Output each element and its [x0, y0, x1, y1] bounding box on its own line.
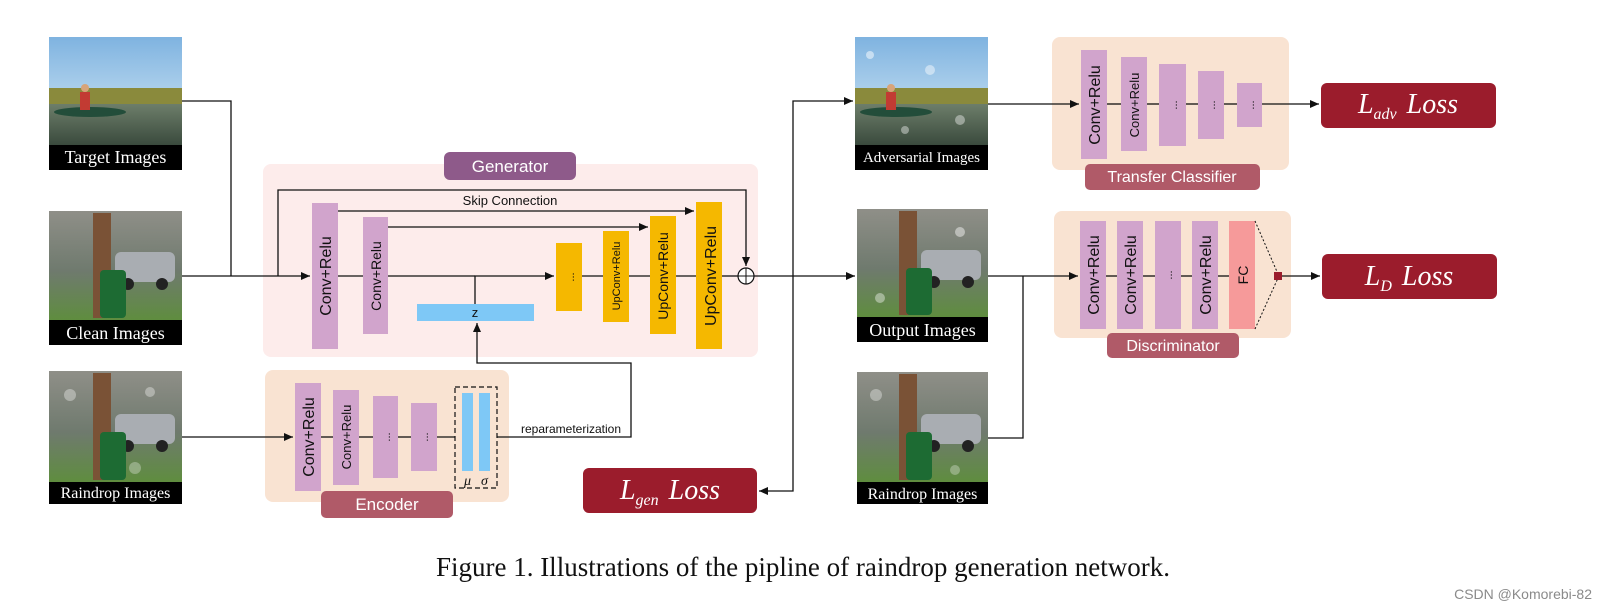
cls-block-3-label: ...	[1168, 100, 1180, 109]
adversarial-image: Adversarial Images	[855, 37, 988, 170]
dis-conv-2-label: Conv+Relu	[1123, 235, 1140, 315]
raindrop-images-left-label: Raindrop Images	[61, 485, 171, 502]
output-images-label: Output Images	[869, 320, 975, 340]
gen-upconv-2	[650, 216, 676, 334]
sigma-bar	[479, 393, 490, 471]
dis-output-node	[1274, 272, 1282, 280]
enc-conv-2-label: Conv+Relu	[339, 405, 354, 470]
raindrop-images-right-label: Raindrop Images	[868, 486, 978, 503]
cls-block-5	[1237, 83, 1262, 127]
target-images-label: Target Images	[65, 147, 167, 167]
gen-conv-2-label: Conv+Relu	[368, 241, 384, 311]
transfer-classifier-title: Transfer Classifier	[1107, 169, 1237, 186]
raindrop-image-left: Raindrop Images	[49, 371, 182, 504]
connectors	[182, 97, 1320, 495]
cls-conv-2	[1121, 57, 1147, 151]
dis-fc-label: FC	[1235, 266, 1251, 285]
figure-caption: Figure 1. Illustrations of the pipline o…	[435, 552, 1171, 582]
target-image: Target Images	[49, 37, 182, 170]
cls-block-4-label: ...	[1206, 100, 1218, 109]
discriminator-block: Conv+Relu Conv+Relu ... Conv+Relu FC Dis…	[1054, 211, 1291, 358]
encoder-block: Conv+Relu Conv+Relu ... ... μ σ Encoder	[265, 370, 509, 518]
dis-conv-1	[1080, 221, 1106, 329]
watermark: CSDN @Komorebi-82	[1454, 586, 1592, 602]
enc-block-4-label: ...	[419, 432, 431, 441]
adversarial-images-label: Adversarial Images	[863, 150, 980, 166]
gen-conv-1	[312, 203, 338, 349]
enc-conv-2	[333, 390, 359, 485]
reparameterization-label: reparameterization	[521, 422, 621, 436]
cls-block-5-label: ...	[1245, 100, 1257, 109]
enc-block-3	[373, 396, 398, 478]
raindrop-image-right: Raindrop Images	[857, 372, 988, 504]
gen-upconv-2-label: UpConv+Relu	[655, 232, 671, 320]
gen-upconv-small-label: ...	[565, 272, 577, 281]
dis-conv-2	[1117, 221, 1143, 329]
output-image: Output Images	[857, 209, 988, 342]
discriminator-title: Discriminator	[1126, 338, 1220, 355]
generator-title: Generator	[472, 157, 549, 176]
cls-block-4	[1198, 71, 1224, 139]
dis-conv-1-label: Conv+Relu	[1086, 235, 1103, 315]
dis-fc	[1229, 221, 1255, 329]
enc-block-3-label: ...	[381, 432, 393, 441]
dis-conv-4-label: Conv+Relu	[1198, 235, 1215, 315]
cls-block-3	[1159, 64, 1186, 146]
dis-block-3	[1155, 221, 1181, 329]
sigma-label: σ	[481, 474, 489, 489]
enc-conv-1	[295, 383, 321, 491]
mu-bar	[462, 393, 473, 471]
gen-upconv-1	[603, 231, 629, 322]
gen-z-label: z	[472, 305, 479, 320]
gen-upconv-1-label: UpConv+Relu	[611, 242, 623, 311]
dis-conv-4	[1192, 221, 1218, 329]
enc-block-4	[411, 403, 437, 471]
transfer-classifier-block: Conv+Relu Conv+Relu ... ... ... Transfer…	[1052, 37, 1289, 190]
gen-upconv-3	[696, 202, 722, 349]
gen-conv-1-label: Conv+Relu	[318, 236, 335, 316]
dis-block-3-label: ...	[1163, 270, 1175, 279]
gen-z-bar	[417, 304, 534, 321]
cls-conv-1-label: Conv+Relu	[1087, 65, 1104, 145]
enc-conv-1-label: Conv+Relu	[301, 397, 318, 477]
gen-conv-2	[363, 217, 388, 334]
gen-upconv-small	[556, 243, 582, 311]
clean-image: Clean Images	[49, 211, 182, 345]
mu-label: μ	[463, 474, 471, 489]
cls-conv-1	[1081, 50, 1107, 159]
clean-images-label: Clean Images	[66, 323, 164, 343]
encoder-title: Encoder	[355, 495, 419, 514]
skip-connection-label: Skip Connection	[463, 193, 558, 208]
generator-block: Generator Skip Connection Conv+Relu Conv…	[263, 152, 758, 357]
cls-conv-2-label: Conv+Relu	[1127, 73, 1142, 138]
gen-upconv-3-label: UpConv+Relu	[703, 226, 720, 326]
